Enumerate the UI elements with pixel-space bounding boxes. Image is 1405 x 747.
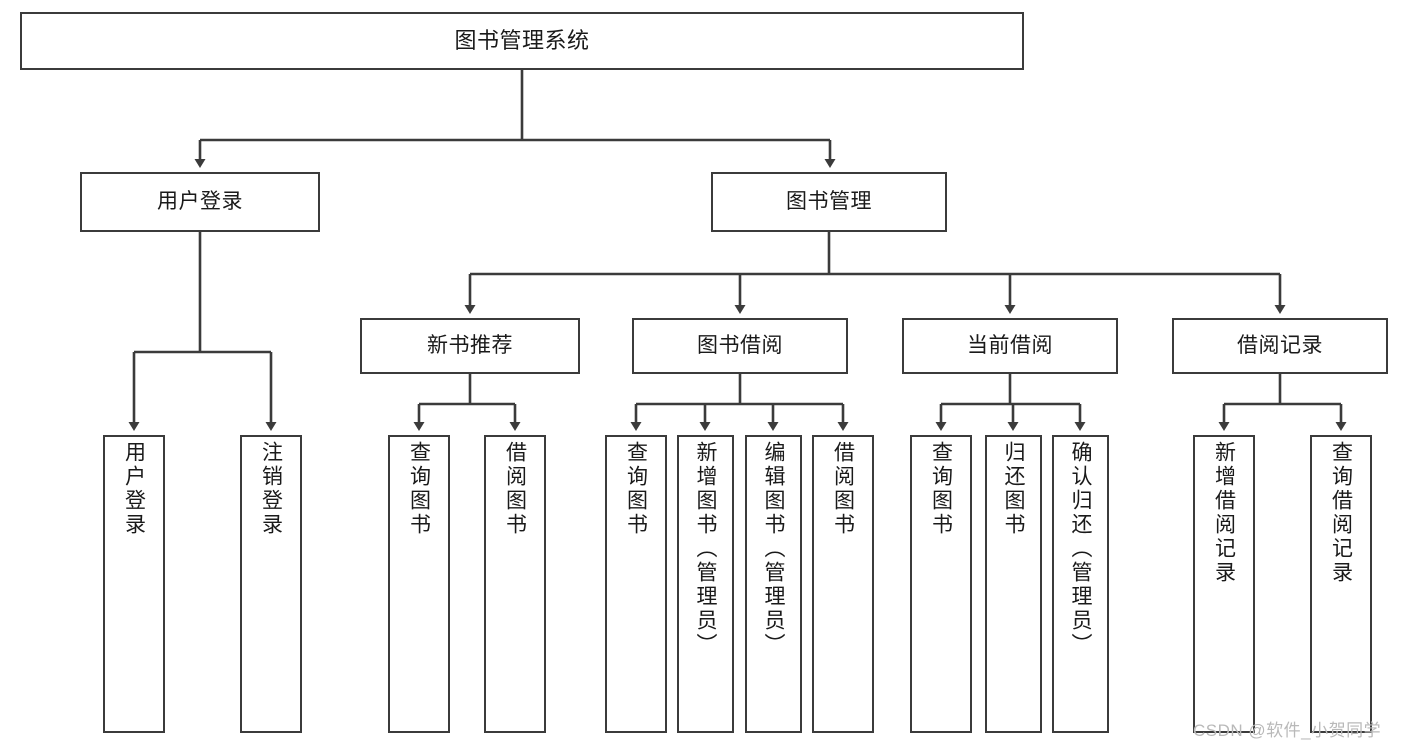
- node-leaf-query-book-borrow[interactable]: 查询图书: [605, 435, 667, 733]
- node-leaf-borrow-book-recommend-label: 借阅图书: [503, 441, 527, 537]
- node-leaf-edit-book[interactable]: 编辑图书（管理员）: [745, 435, 802, 733]
- node-leaf-query-book-current-label: 查询图书: [929, 441, 953, 537]
- node-leaf-borrow-book-label: 借阅图书: [831, 441, 855, 537]
- node-root[interactable]: 图书管理系统: [20, 12, 1024, 70]
- node-book-management[interactable]: 图书管理: [711, 172, 947, 232]
- node-new-book-recommend[interactable]: 新书推荐: [360, 318, 580, 374]
- node-book-management-label: 图书管理: [786, 189, 872, 213]
- node-leaf-query-book-current[interactable]: 查询图书: [910, 435, 972, 733]
- node-leaf-query-book-recommend[interactable]: 查询图书: [388, 435, 450, 733]
- node-leaf-query-borrow-record[interactable]: 查询借阅记录: [1310, 435, 1372, 733]
- node-leaf-edit-book-label: 编辑图书（管理员）: [762, 441, 785, 657]
- node-book-borrow[interactable]: 图书借阅: [632, 318, 848, 374]
- node-leaf-user-login[interactable]: 用户登录: [103, 435, 165, 733]
- node-leaf-user-logout[interactable]: 注销登录: [240, 435, 302, 733]
- node-current-borrow-label: 当前借阅: [967, 333, 1053, 357]
- node-leaf-query-borrow-record-label: 查询借阅记录: [1329, 441, 1353, 585]
- node-user-login[interactable]: 用户登录: [80, 172, 320, 232]
- node-new-book-recommend-label: 新书推荐: [427, 333, 513, 357]
- node-root-label: 图书管理系统: [454, 28, 590, 54]
- node-leaf-user-logout-label: 注销登录: [259, 441, 283, 537]
- node-leaf-add-book-label: 新增图书（管理员）: [694, 441, 717, 657]
- node-user-login-label: 用户登录: [157, 189, 243, 213]
- node-leaf-add-borrow-record[interactable]: 新增借阅记录: [1193, 435, 1255, 733]
- node-leaf-user-login-label: 用户登录: [122, 441, 146, 537]
- node-borrow-records-label: 借阅记录: [1237, 333, 1323, 357]
- node-leaf-confirm-return-label: 确认归还（管理员）: [1069, 441, 1092, 657]
- node-borrow-records[interactable]: 借阅记录: [1172, 318, 1388, 374]
- node-leaf-return-book-label: 归还图书: [1002, 441, 1025, 537]
- node-leaf-return-book[interactable]: 归还图书: [985, 435, 1042, 733]
- node-leaf-add-borrow-record-label: 新增借阅记录: [1212, 441, 1236, 585]
- node-leaf-borrow-book-recommend[interactable]: 借阅图书: [484, 435, 546, 733]
- node-leaf-add-book[interactable]: 新增图书（管理员）: [677, 435, 734, 733]
- node-leaf-query-book-borrow-label: 查询图书: [624, 441, 648, 537]
- node-leaf-confirm-return[interactable]: 确认归还（管理员）: [1052, 435, 1109, 733]
- node-current-borrow[interactable]: 当前借阅: [902, 318, 1118, 374]
- csdn-watermark: CSDN @软件_小贺同学: [1193, 721, 1382, 740]
- node-leaf-borrow-book[interactable]: 借阅图书: [812, 435, 874, 733]
- node-leaf-query-book-recommend-label: 查询图书: [407, 441, 431, 537]
- node-book-borrow-label: 图书借阅: [697, 333, 783, 357]
